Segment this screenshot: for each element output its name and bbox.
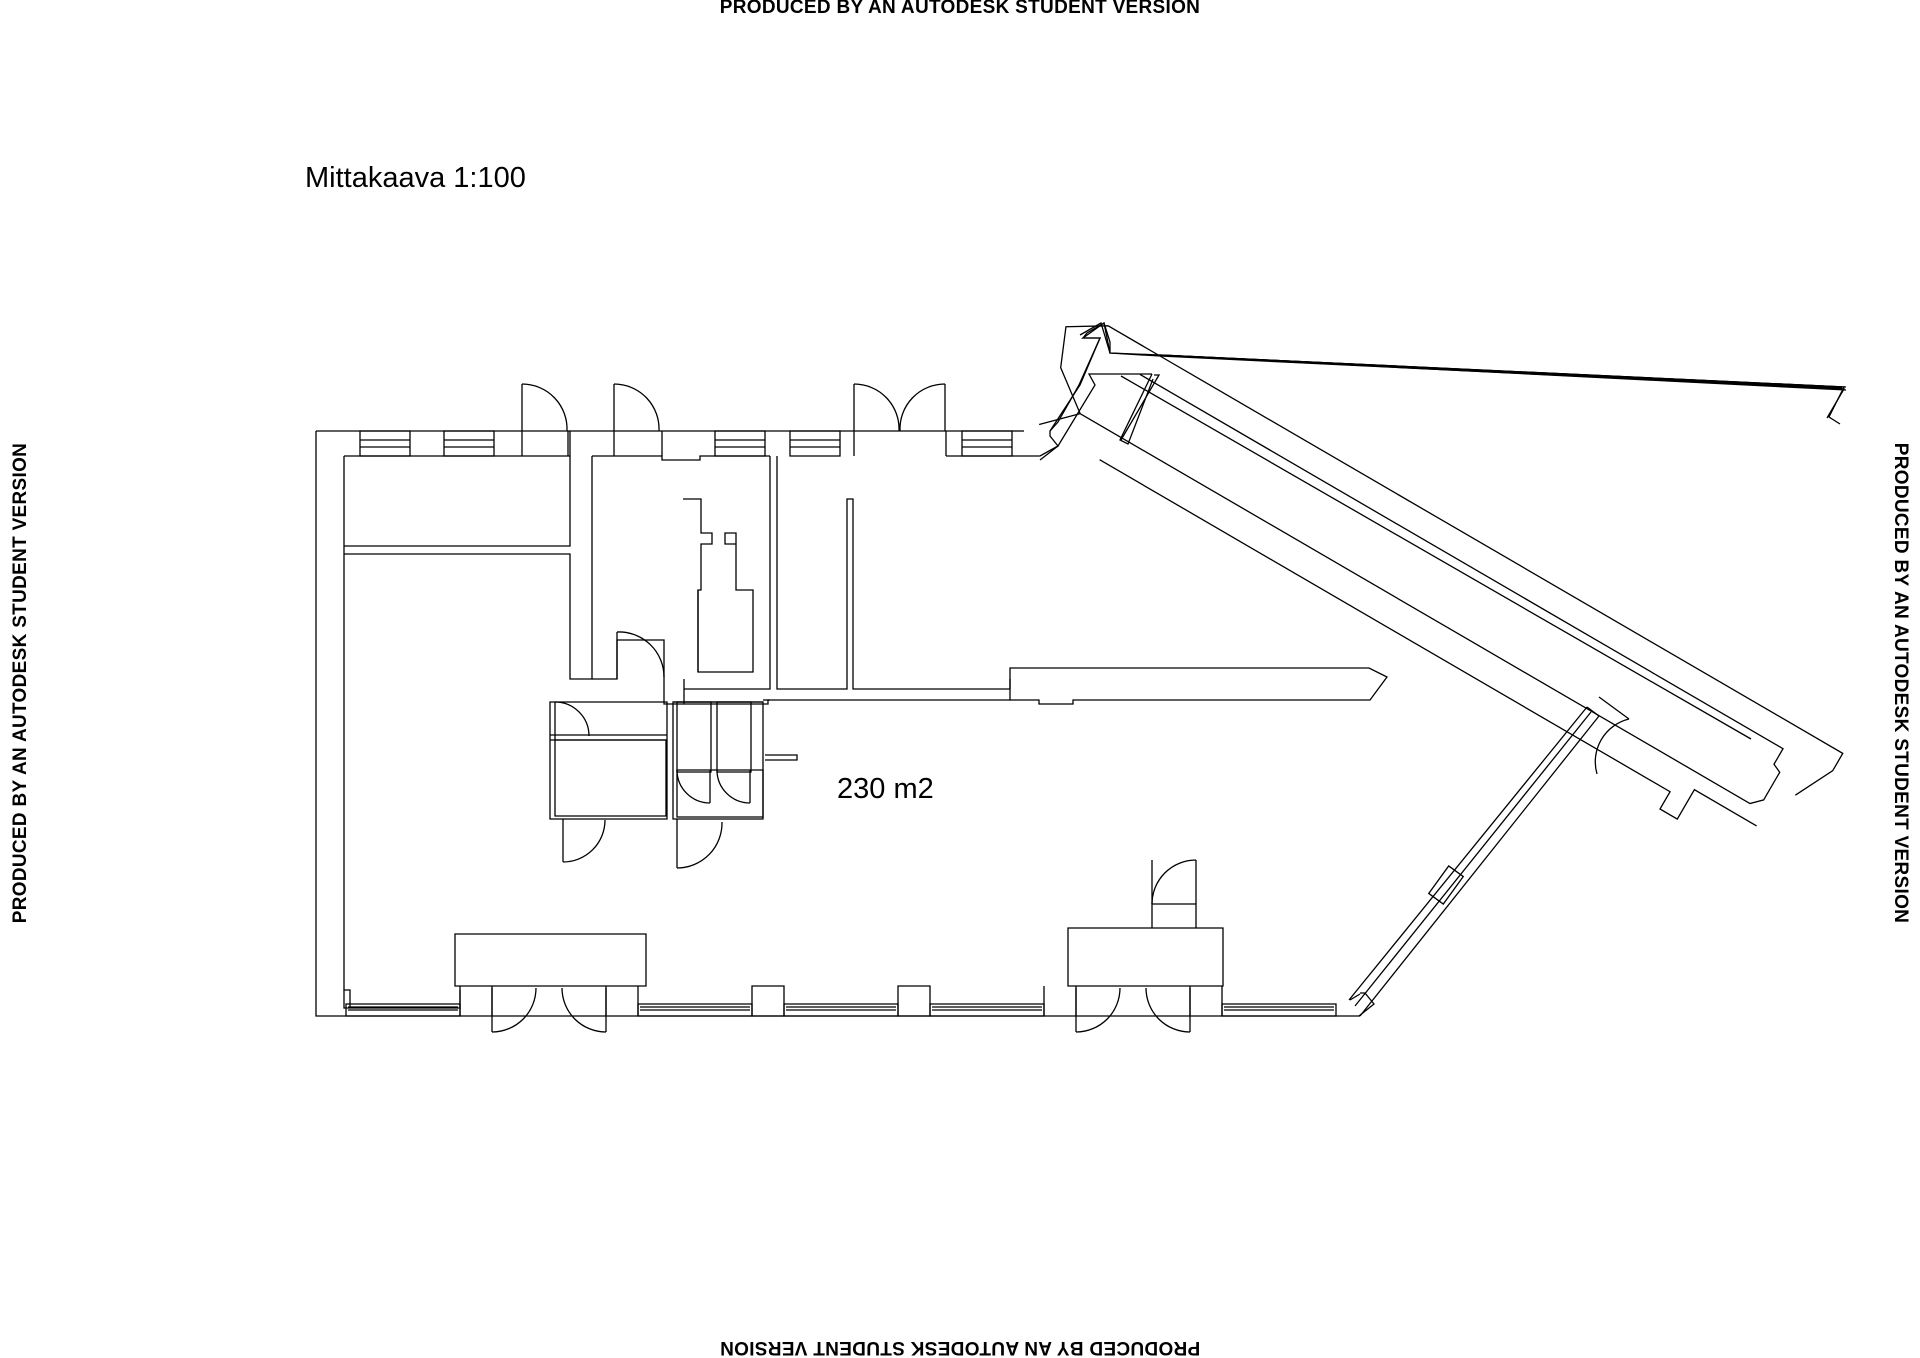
wing-end-wall [1032, 308, 1160, 434]
ne-wing-walls [1154, 355, 1846, 390]
watermark-top: PRODUCED BY AN AUTODESK STUDENT VERSION [719, 0, 1201, 18]
scale-label: Mittakaava 1:100 [305, 162, 526, 194]
wing-outer-long-wall [1130, 356, 1843, 805]
wing-inner-wall [1080, 358, 1791, 808]
doors-bottom [492, 988, 1190, 1032]
east-glazing [1349, 707, 1599, 1016]
wing-outer-wall [1050, 323, 1110, 431]
wing-outer-wall [1161, 355, 1846, 387]
area-label: 230 m2 [837, 773, 934, 805]
ne-wing [1050, 323, 1845, 640]
windows-top [360, 431, 1012, 456]
ne-wing-detailed [1007, 308, 1843, 875]
toilets [550, 700, 797, 868]
wing-lower-connector [1039, 399, 1080, 440]
wing-line-outer [1160, 356, 1846, 390]
wing-lower-wall [1090, 448, 1757, 856]
room-top-left [344, 456, 592, 679]
room-center-right [1010, 668, 1387, 704]
doors-east [1595, 389, 1845, 774]
wing-geometry [1080, 323, 1844, 767]
doors-top [522, 384, 946, 456]
